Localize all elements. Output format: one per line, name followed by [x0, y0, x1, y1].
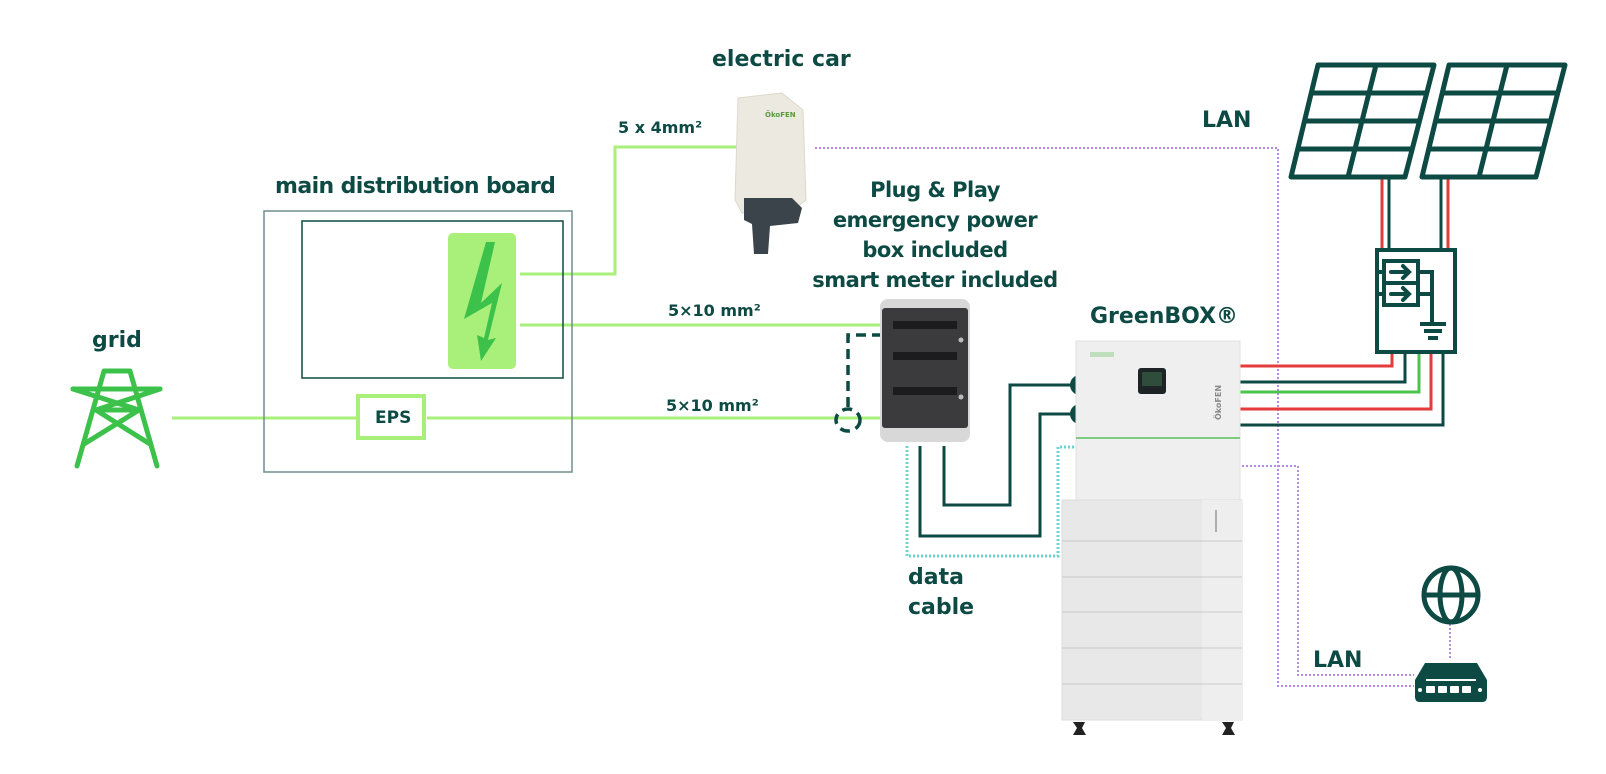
lightning-bolt-icon — [464, 242, 502, 361]
lan-wallbox-line — [815, 147, 1414, 687]
lan-label-bottom: LAN — [1313, 648, 1363, 673]
lan-lines — [815, 147, 1451, 687]
plug-play-line-4: smart meter included — [812, 268, 1058, 292]
greenbox-label: GreenBOX® — [1090, 304, 1239, 329]
inverter-brand-logo: ÖkoFEN — [1214, 384, 1223, 420]
solar-panel-icon — [1288, 62, 1437, 180]
battery-icon — [1061, 499, 1243, 735]
plug-play-label: Plug & Play emergency power box included… — [795, 175, 1075, 295]
eps-box — [356, 394, 426, 440]
router-icon — [1415, 663, 1487, 702]
plug-play-line-1: Plug & Play — [870, 178, 1000, 202]
plug-play-line-2: emergency power — [832, 208, 1038, 232]
plug-play-line-3: box included — [862, 238, 1008, 262]
lan-label-top: LAN — [1202, 108, 1252, 133]
data-cable-label: data cable — [908, 563, 974, 623]
data-cable-line-1: data — [908, 565, 964, 590]
eps-label: EPS — [375, 408, 412, 428]
cable-spec-car: 5 x 4mm² — [618, 118, 703, 137]
ev-charger-icon — [734, 92, 807, 254]
cable-spec-lower: 5×10 mm² — [666, 396, 759, 415]
combiner-box-icon — [1375, 248, 1457, 354]
distribution-cabinet-icon — [880, 299, 970, 442]
data-cable-line-2: cable — [908, 595, 975, 620]
globe-icon — [1421, 565, 1481, 625]
data-cable-line — [905, 445, 1085, 558]
smart-meter-sense-line — [834, 333, 882, 433]
main-distribution-board-outer — [263, 210, 573, 473]
main-distribution-board-inner — [301, 220, 564, 379]
solar-panel-icon — [1419, 62, 1568, 180]
board-breaker-panel — [448, 233, 516, 369]
power-pylon-icon — [70, 368, 163, 469]
board-to-wallbox-line — [520, 145, 742, 276]
emergency-to-greenbox-lines — [918, 383, 1080, 538]
cable-spec-upper: 5×10 mm² — [668, 301, 761, 320]
wallbox-brand-logo: ÖkoFEN — [765, 111, 796, 119]
grid-label: grid — [92, 328, 142, 353]
lan-greenbox-line — [1230, 465, 1414, 676]
inverter-icon — [1075, 340, 1241, 502]
dc-wiring — [1240, 178, 1450, 427]
electric-car-label: electric car — [712, 47, 851, 72]
ac-wiring — [172, 145, 880, 420]
main-distribution-board-label: main distribution board — [275, 174, 556, 199]
